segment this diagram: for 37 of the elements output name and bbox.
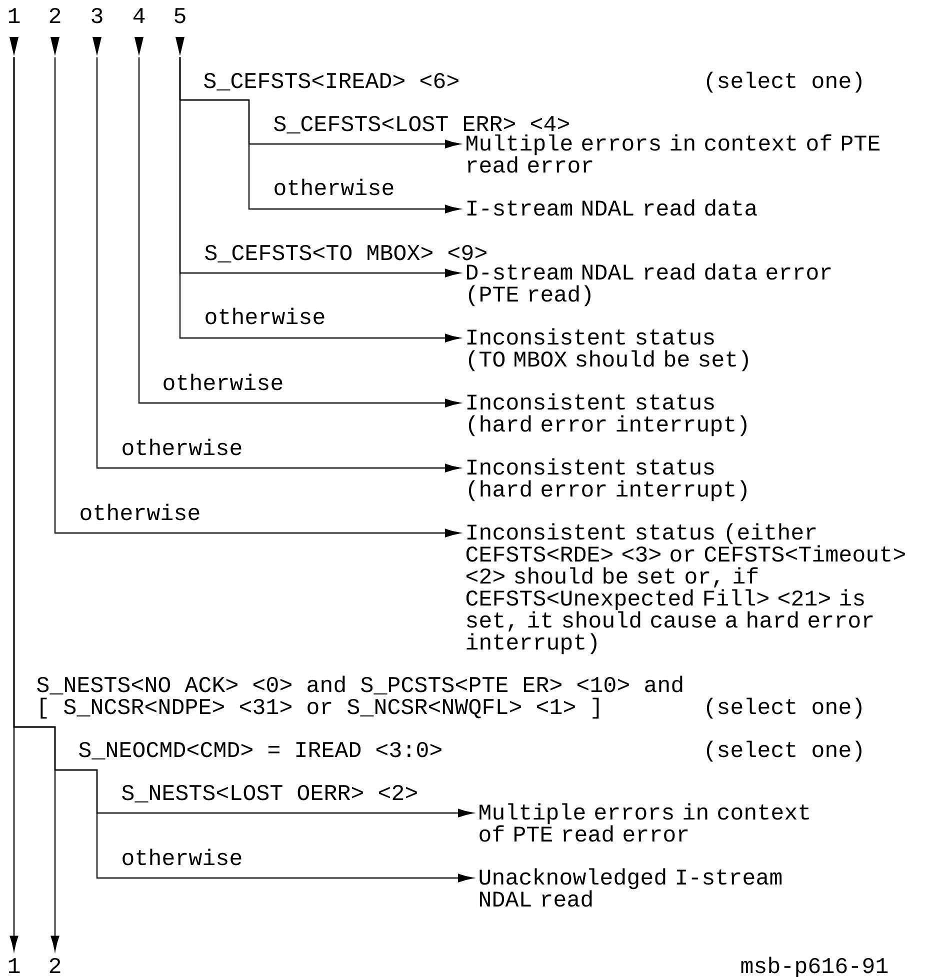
outcome-text: I-stream NDAL read data <box>467 199 757 216</box>
condition-text: S_NESTS<NO ACK> <0> and S_PCSTS<PTE ER> <10> and <box>37 676 682 694</box>
edge-label: otherwise <box>120 438 244 456</box>
edge-label: otherwise <box>120 848 244 866</box>
edge-label: otherwise <box>78 502 202 522</box>
edge-label: otherwise <box>203 306 327 326</box>
branch-arrow <box>96 57 460 472</box>
outcome-text: Multiple errors in context of PTE read error <box>480 803 809 842</box>
connector-number: 4 <box>133 8 145 56</box>
select-note: (select one) <box>706 740 862 762</box>
outcome-text: Multiple errors in context of PTE read error <box>466 134 880 173</box>
edge-label: otherwise <box>161 372 285 392</box>
edge-label: otherwise <box>272 178 396 196</box>
connector-number: 2 <box>50 8 60 56</box>
edge-label: S_CEFSTS<TO MBOX> <9> <box>203 244 489 264</box>
condition-text: S_CEFSTS<IREAD> <6> <box>204 72 458 90</box>
outcome-text: Unacknowledged I-stream NDAL read <box>480 868 782 907</box>
connector-number: 1 <box>8 958 20 973</box>
condition-text: [ S_NCSR<NDPE> <31> or S_NCSR<NWQFL> <1> ] <box>40 698 599 719</box>
outcome-text: Inconsistent status (hard error interrupt) <box>467 458 746 502</box>
branch-arrow <box>13 57 60 951</box>
branch-arrow <box>138 57 460 408</box>
branch-arrow <box>54 57 460 538</box>
outcome-text: Inconsistent status (hard error interrupt) <box>467 393 746 436</box>
condition-text: S_NEOCMD<CMD> = IREAD <3:0> <box>79 742 442 760</box>
connector-number: 3 <box>92 8 102 56</box>
connector-number: 1 <box>8 8 20 56</box>
select-note: (select one) <box>706 72 862 93</box>
outcome-text: D-stream NDAL read data error (PTE read) <box>467 263 831 306</box>
outcome-text: Inconsistent status (either CEFSTS<RDE> <3> or CEFSTS<Timeout> <2> should be set or, if CEFSTS<Unexpected Fill> <21> is set, it should cause a hard error interrupt) <box>466 523 905 654</box>
branch-arrow <box>179 57 460 342</box>
connector-number: 2 <box>50 958 60 973</box>
edge-label: S_CEFSTS<LOST ERR> <4> <box>272 114 572 134</box>
edge-label: S_NESTS<LOST OERR> <2> <box>120 784 420 804</box>
outcome-text: Inconsistent status (TO MBOX should be set) <box>467 328 748 372</box>
connector-number: 5 <box>174 8 186 56</box>
select-note: (select one) <box>706 698 862 719</box>
